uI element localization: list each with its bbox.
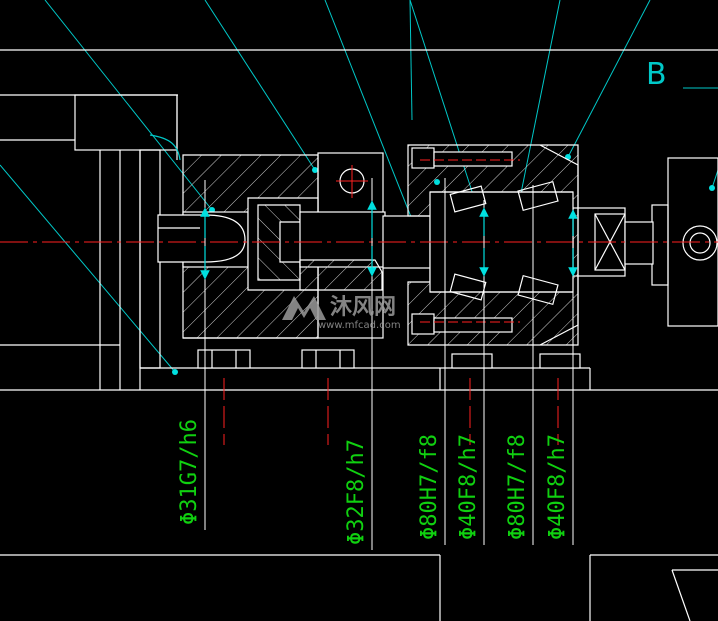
dimension-arrows (200, 200, 578, 280)
fit-label-4: Φ40F8/h7 (456, 434, 481, 540)
watermark: 沐风网 www.mfcad.com (282, 295, 401, 331)
bearing-housing (407, 144, 579, 346)
fit-dimensions: Φ31G7/h6 Φ32F8/h7 Φ80H7/f8 Φ40F8/h7 Φ80H… (177, 419, 570, 545)
left-housing (139, 134, 319, 369)
fit-label-3: Φ80H7/f8 (417, 434, 442, 540)
view-label-b: B (646, 57, 667, 92)
center-lines (0, 159, 718, 445)
fit-label-5: Φ80H7/f8 (505, 434, 530, 540)
fit-label-6: Φ40F8/h7 (545, 434, 570, 540)
base-bolts (197, 349, 581, 369)
watermark-brand: 沐风网 (330, 295, 396, 320)
frame-outlines (0, 49, 718, 621)
watermark-logo-icon (282, 296, 326, 320)
watermark-url: www.mfcad.com (318, 320, 401, 331)
fit-label-2: Φ32F8/h7 (344, 439, 369, 545)
fit-label-1: Φ31G7/h6 (177, 419, 202, 525)
